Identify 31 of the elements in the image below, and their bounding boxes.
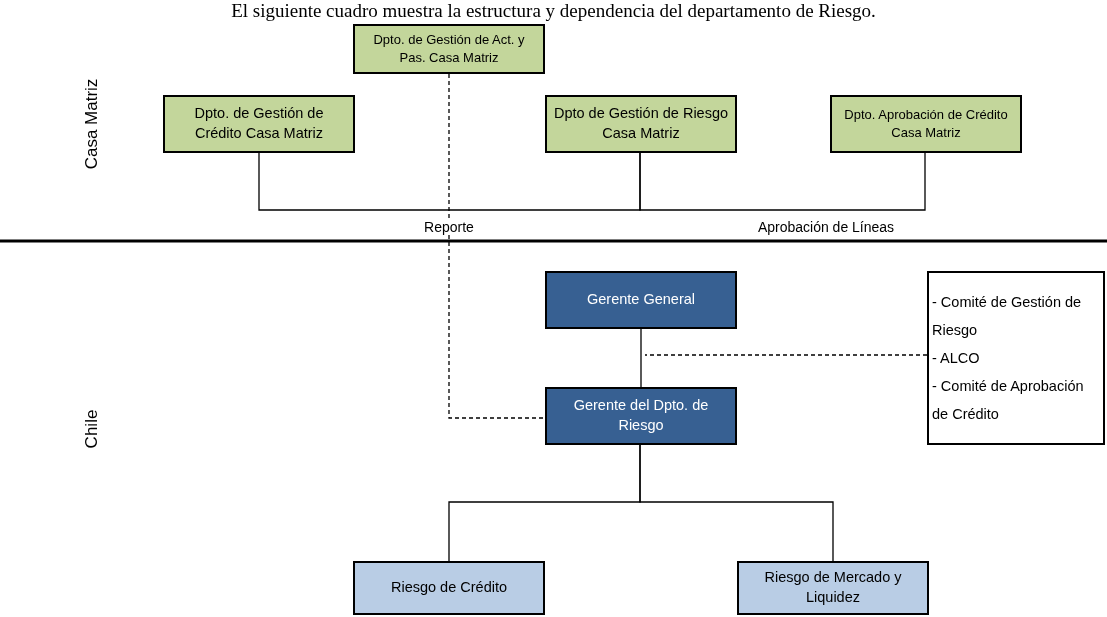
node-label: - Comité de Gestión de Riesgo bbox=[932, 293, 1083, 340]
edge-label: Aprobación de Líneas bbox=[755, 219, 897, 235]
node-label: - ALCO bbox=[932, 349, 980, 368]
section-label: Chile bbox=[82, 408, 102, 451]
node-label: Dpto de Gestión de Riesgo Casa Matriz bbox=[553, 104, 729, 143]
node-label: Gerente General bbox=[587, 290, 695, 310]
org-box bbox=[353, 561, 545, 615]
org-box bbox=[737, 561, 929, 615]
edge-label: Reporte bbox=[422, 219, 476, 235]
connector-line bbox=[448, 73, 546, 419]
section-label: Casa Matriz bbox=[82, 77, 102, 172]
org-box bbox=[353, 24, 545, 74]
connector-line bbox=[639, 444, 834, 562]
org-box bbox=[163, 95, 355, 153]
connector-line bbox=[644, 354, 928, 356]
node-label: Dpto. de Gestión de Act. y Pas. Casa Matriz bbox=[372, 31, 526, 67]
node-label: Dpto. de Gestión de Crédito Casa Matriz bbox=[193, 104, 325, 143]
org-box bbox=[830, 95, 1022, 153]
connector-line bbox=[639, 152, 926, 211]
node-label: Dpto. Aprobación de Crédito Casa Matriz bbox=[843, 106, 1009, 142]
node-label: Riesgo de Mercado y Liquidez bbox=[763, 568, 903, 607]
heading-text: El siguiente cuadro muestra la estructura y dependencia del departamento de Riesgo. bbox=[230, 0, 877, 22]
node-label: - Comité de Aprobación de Crédito bbox=[932, 377, 1085, 424]
note-box bbox=[927, 271, 1105, 445]
org-box bbox=[545, 387, 737, 445]
connector-line bbox=[258, 152, 641, 211]
node-label: Gerente del Dpto. de Riesgo bbox=[572, 396, 710, 435]
connector-line bbox=[640, 328, 642, 388]
node-label: Riesgo de Crédito bbox=[390, 578, 508, 598]
org-box bbox=[545, 271, 737, 329]
org-box bbox=[545, 95, 737, 153]
